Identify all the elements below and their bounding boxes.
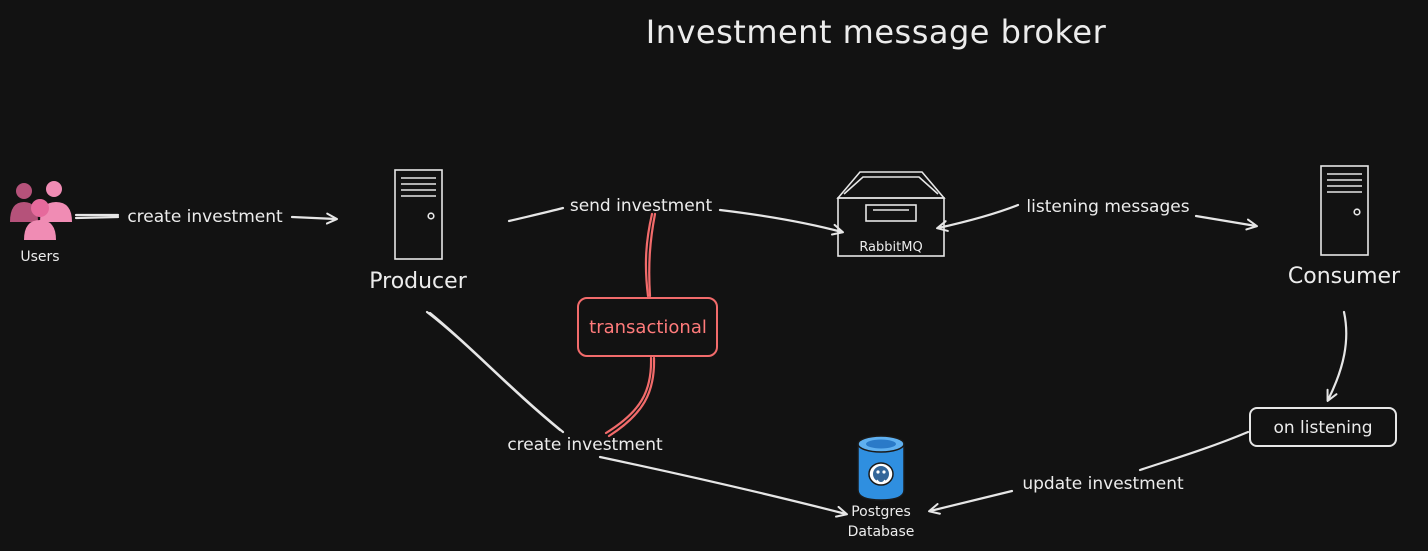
on-listening-box	[1249, 407, 1397, 447]
consumer-to-rabbitmq-arrow	[936, 203, 1020, 232]
on-listening-label: on listening	[1273, 418, 1372, 438]
producer-to-rabbitmq-arrow	[718, 208, 844, 236]
database-label-line2: Database	[848, 524, 915, 540]
rabbitmq-to-consumer-arrow	[1194, 214, 1258, 231]
producer-to-database-label: create investment	[507, 435, 663, 455]
transactional-link-bottom	[604, 356, 653, 435]
rabbitmq-label: RabbitMQ	[859, 240, 922, 255]
users-icon	[10, 181, 72, 240]
onlistening-to-db-line	[1138, 430, 1250, 472]
postgres-database-icon	[857, 435, 905, 501]
users-to-producer-arrow	[290, 212, 338, 225]
consumer-server-icon	[1320, 165, 1369, 256]
consumer-to-onlistening-arrow	[1326, 310, 1348, 402]
producer-to-rabbitmq-line	[507, 206, 565, 223]
producer-label: Producer	[369, 269, 467, 294]
diagram-title: Investment message broker	[646, 13, 1107, 51]
rabbitmq-consumer-label: listening messages	[1026, 197, 1189, 217]
producer-to-db-line-2	[428, 311, 565, 434]
consumer-to-database-label: update investment	[1022, 474, 1184, 494]
transactional-link-top-2	[648, 212, 657, 298]
users-to-producer-label: create investment	[127, 207, 283, 227]
transactional-link-top	[644, 212, 654, 298]
consumer-label: Consumer	[1288, 264, 1401, 289]
users-to-producer-line-2	[74, 215, 120, 220]
producer-server-icon	[394, 169, 443, 260]
users-label: Users	[20, 249, 59, 265]
transactional-box	[577, 297, 718, 357]
producer-to-db-arrow	[598, 455, 848, 518]
transactional-link-bottom-2	[607, 356, 656, 438]
onlistening-to-db-arrow	[928, 489, 1014, 515]
producer-to-rabbitmq-label: send investment	[570, 196, 713, 216]
transactional-label: transactional	[589, 317, 707, 338]
database-label-line1: Postgres	[851, 504, 911, 520]
